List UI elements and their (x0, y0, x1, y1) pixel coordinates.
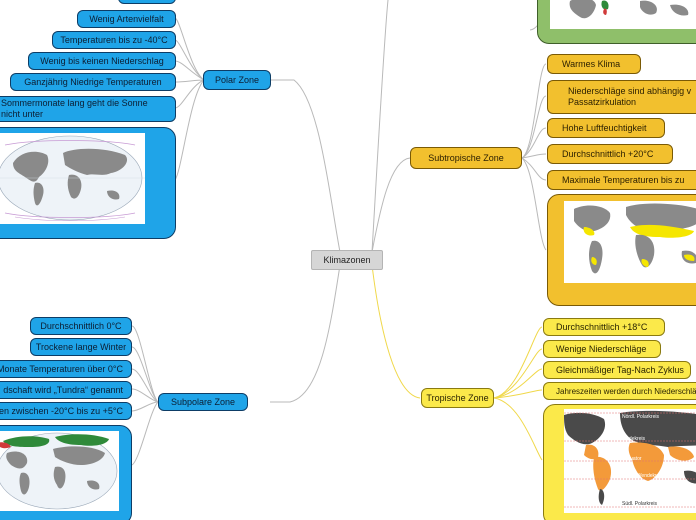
line-center-subtropisch (371, 157, 411, 253)
line-center-subpolar (270, 264, 341, 403)
top-right-image-box[interactable] (537, 0, 696, 44)
subtropisch-item-maximale[interactable]: Maximale Temperaturen bis zu (547, 170, 696, 190)
line-center-top (371, 0, 389, 253)
subtropisch-item-warm-label: Warmes Klima (562, 58, 621, 69)
tropisch-item-jahreszeiten[interactable]: Jahreszeiten werden durch Niederschläge (543, 382, 696, 400)
polar-item-niederschlag[interactable]: Wenig bis keinen Niederschlag (28, 52, 176, 70)
tropisch-item-jahreszeiten-label: Jahreszeiten werden durch Niederschläge (556, 386, 696, 396)
subpolar-item-0grad[interactable]: Durchschnittlich 0°C (30, 317, 132, 335)
tropisch-item-18grad[interactable]: Durchschnittlich +18°C (543, 318, 665, 336)
polar-item-niedrige-temperaturen[interactable]: Ganzjährig Niedrige Temperaturen (10, 73, 176, 91)
subpolar-item-winter-label: Trockene lange Winter (35, 341, 127, 352)
polar-item-sommermonate-line1: Sommermonate lang geht die Sonne (1, 98, 148, 108)
topic-subtropische-zone[interactable]: Subtropische Zone (410, 147, 522, 169)
subpolar-item-winter[interactable]: Trockene lange Winter (30, 338, 132, 356)
polar-item-cutoff[interactable] (118, 0, 176, 4)
tropisch-item-zyklus-label: Gleichmäßiger Tag-Nach Zyklus (556, 364, 684, 375)
polar-item-artenvielfalt[interactable]: Wenig Artenvielfalt (77, 10, 176, 28)
subtropisch-item-luftfeuchtigkeit-label: Hohe Luftfeuchtigkeit (562, 122, 647, 133)
polar-item-niedrige-temperaturen-label: Ganzjährig Niedrige Temperaturen (24, 76, 162, 87)
subpolar-item-monate[interactable]: Monate Temperaturen über 0°C (0, 360, 132, 378)
polar-item-niederschlag-label: Wenig bis keinen Niederschlag (40, 55, 164, 66)
tropisch-image-box[interactable]: Nördl. Polarkreis Nördl. Wendekreis Äqua… (543, 404, 696, 520)
map-label-suedl-wendekreis: Südl. Wendekreis (624, 473, 664, 479)
subpolar-item-tundra[interactable]: dschaft wird „Tundra“ genannt (0, 381, 132, 399)
map-label-aequator: Äquator (624, 455, 642, 462)
topic-subpolare-zone-label: Subpolare Zone (170, 396, 236, 407)
center-label: Klimazonen (323, 254, 371, 265)
subpolar-item-tundra-label: dschaft wird „Tundra“ genannt (3, 384, 123, 395)
subpolar-image-box[interactable] (0, 425, 132, 520)
topic-subtropische-zone-label: Subtropische Zone (428, 152, 504, 163)
polar-item-artenvielfalt-label: Wenig Artenvielfalt (89, 13, 164, 24)
subtropisch-item-20grad-label: Durchschnittlich +20°C (562, 148, 654, 159)
subtropisch-world-map (564, 201, 696, 283)
subtropisch-item-niederschlaege[interactable]: Niederschläge sind abhängig v Passatzirk… (547, 80, 696, 114)
map-label-suedl-polarkreis: Südl. Polarkreis (622, 501, 658, 507)
top-right-world-map (550, 0, 696, 29)
subpolar-item-temperaturen-label: en zwischen -20°C bis zu +5°C (0, 405, 123, 416)
subtropisch-item-maximale-label: Maximale Temperaturen bis zu (562, 174, 685, 185)
topic-subpolare-zone[interactable]: Subpolare Zone (158, 393, 248, 411)
tropisch-item-zyklus[interactable]: Gleichmäßiger Tag-Nach Zyklus (543, 361, 691, 379)
subtropisch-item-niederschlaege-line2: Passatzirkulation (568, 97, 637, 107)
subtropisch-item-20grad[interactable]: Durchschnittlich +20°C (547, 144, 673, 164)
center-node-klimazonen[interactable]: Klimazonen (311, 250, 383, 270)
subtropisch-image-box[interactable] (547, 194, 696, 306)
polar-item-sommermonate[interactable]: Sommermonate lang geht die Sonne nicht u… (0, 96, 176, 122)
line-center-polar (270, 79, 341, 253)
topic-polar-zone[interactable]: Polar Zone (203, 70, 271, 90)
map-label-noerdl-wendekreis: Nördl. Wendekreis (604, 436, 646, 442)
polar-item-sommermonate-line2: nicht unter (1, 109, 44, 119)
subtropisch-item-warm[interactable]: Warmes Klima (547, 54, 641, 74)
subtropisch-item-luftfeuchtigkeit[interactable]: Hohe Luftfeuchtigkeit (547, 118, 665, 138)
tropisch-item-niederschlaege[interactable]: Wenige Niederschläge (543, 340, 661, 358)
subpolar-item-0grad-label: Durchschnittlich 0°C (40, 320, 122, 331)
topic-tropische-zone[interactable]: Tropische Zone (421, 388, 494, 408)
tropisch-item-niederschlaege-label: Wenige Niederschläge (556, 343, 647, 354)
topic-tropische-zone-label: Tropische Zone (426, 392, 489, 403)
topic-polar-zone-label: Polar Zone (214, 74, 260, 85)
subtropisch-item-niederschlaege-line1: Niederschläge sind abhängig v (568, 86, 692, 96)
tropisch-item-18grad-label: Durchschnittlich +18°C (556, 321, 648, 332)
subpolar-item-monate-label: Monate Temperaturen über 0°C (0, 363, 123, 374)
map-label-noerdl-polarkreis: Nördl. Polarkreis (622, 414, 659, 420)
polar-item-temperaturen[interactable]: Temperaturen bis zu -40°C (52, 31, 176, 49)
subpolar-world-map (0, 431, 119, 511)
tropisch-world-map: Nördl. Polarkreis Nördl. Wendekreis Äqua… (564, 409, 696, 513)
polar-image-box[interactable] (0, 127, 176, 239)
polar-world-map (0, 133, 145, 224)
polar-item-temperaturen-label: Temperaturen bis zu -40°C (60, 34, 168, 45)
subpolar-item-temperaturen[interactable]: en zwischen -20°C bis zu +5°C (0, 402, 132, 420)
line-center-tropisch (371, 264, 421, 399)
